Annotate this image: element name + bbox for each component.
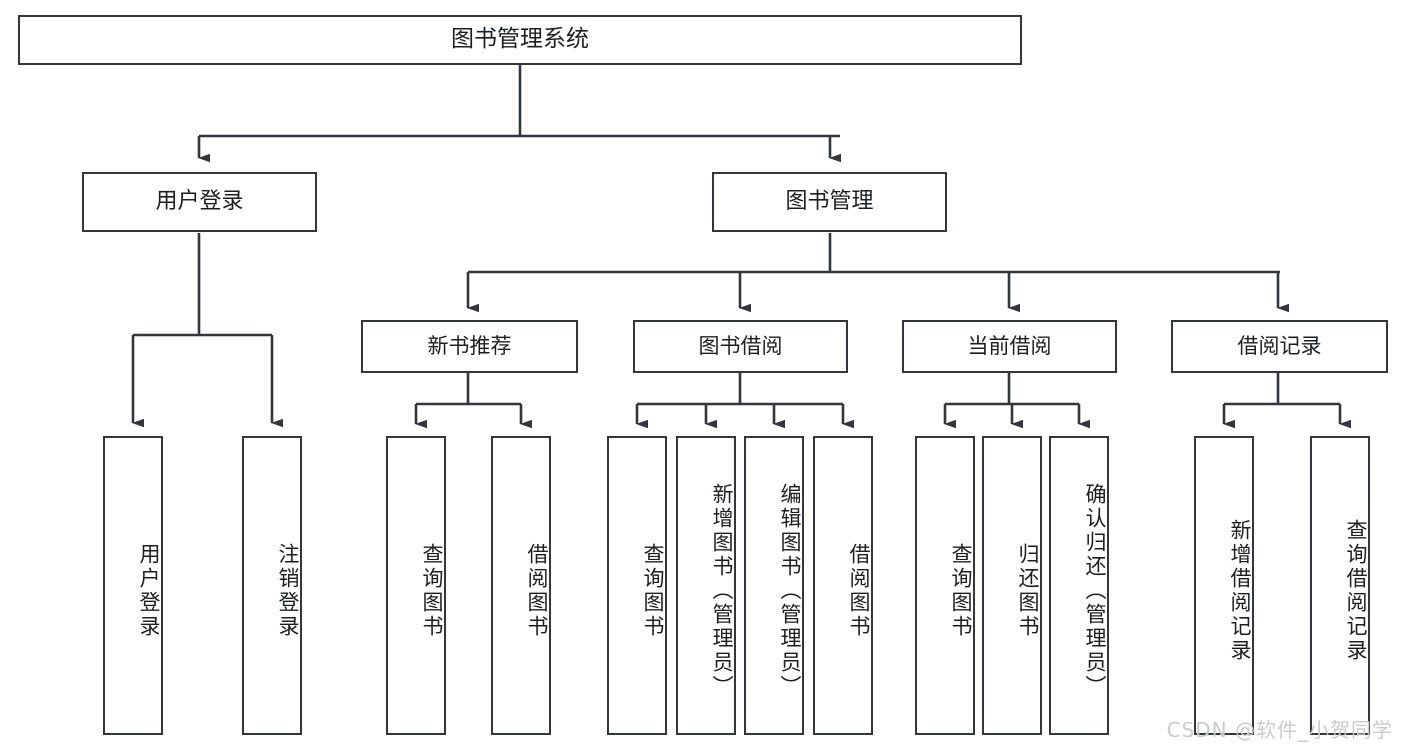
- leaf-label: 编辑图书（管理员）: [778, 482, 802, 699]
- leaf-label: 查询借阅记录: [1344, 518, 1368, 663]
- leaf-book-borrow-4[interactable]: 借阅图书: [813, 436, 873, 735]
- node-current-borrow[interactable]: 当前借阅: [902, 320, 1117, 373]
- node-book-borrow-label: 图书借阅: [698, 334, 783, 359]
- node-new-book-recommend[interactable]: 新书推荐: [361, 320, 578, 373]
- node-root[interactable]: 图书管理系统: [18, 15, 1022, 65]
- leaf-borrow-record-2[interactable]: 查询借阅记录: [1310, 436, 1370, 735]
- leaf-label: 借阅图书: [847, 542, 871, 639]
- leaf-label: 查询图书: [420, 542, 444, 639]
- leaf-label: 新增图书（管理员）: [710, 482, 734, 699]
- node-book-borrow[interactable]: 图书借阅: [633, 320, 848, 373]
- leaf-book-borrow-2[interactable]: 新增图书（管理员）: [676, 436, 736, 735]
- node-user-login-label: 用户登录: [155, 189, 244, 215]
- leaf-label: 注销登录: [276, 542, 300, 639]
- node-book-manage[interactable]: 图书管理: [712, 172, 947, 232]
- leaf-new-book-1[interactable]: 查询图书: [386, 436, 446, 735]
- leaf-label: 新增借阅记录: [1228, 518, 1252, 663]
- node-book-manage-label: 图书管理: [785, 189, 874, 215]
- leaf-label: 归还图书: [1016, 542, 1040, 639]
- leaf-label: 借阅图书: [525, 542, 549, 639]
- leaf-book-borrow-3[interactable]: 编辑图书（管理员）: [744, 436, 804, 735]
- node-user-login[interactable]: 用户登录: [82, 172, 317, 232]
- leaf-borrow-record-1[interactable]: 新增借阅记录: [1194, 436, 1254, 735]
- leaf-label: 查询图书: [641, 542, 665, 639]
- leaf-label: 用户登录: [137, 542, 161, 639]
- node-new-book-recommend-label: 新书推荐: [427, 334, 512, 359]
- leaf-current-borrow-2[interactable]: 归还图书: [982, 436, 1042, 735]
- node-current-borrow-label: 当前借阅: [967, 334, 1052, 359]
- leaf-current-borrow-3[interactable]: 确认归还（管理员）: [1049, 436, 1109, 735]
- leaf-book-borrow-1[interactable]: 查询图书: [607, 436, 667, 735]
- leaf-new-book-2[interactable]: 借阅图书: [491, 436, 551, 735]
- leaf-label: 查询图书: [949, 542, 973, 639]
- node-borrow-record-label: 借阅记录: [1237, 334, 1322, 359]
- leaf-user-login-1[interactable]: 用户登录: [103, 436, 163, 735]
- leaf-label: 确认归还（管理员）: [1083, 482, 1107, 699]
- node-borrow-record[interactable]: 借阅记录: [1171, 320, 1388, 373]
- leaf-current-borrow-1[interactable]: 查询图书: [915, 436, 975, 735]
- leaf-user-login-2[interactable]: 注销登录: [242, 436, 302, 735]
- watermark: CSDN @软件_小贺同学: [1166, 718, 1393, 742]
- node-root-label: 图书管理系统: [451, 26, 589, 53]
